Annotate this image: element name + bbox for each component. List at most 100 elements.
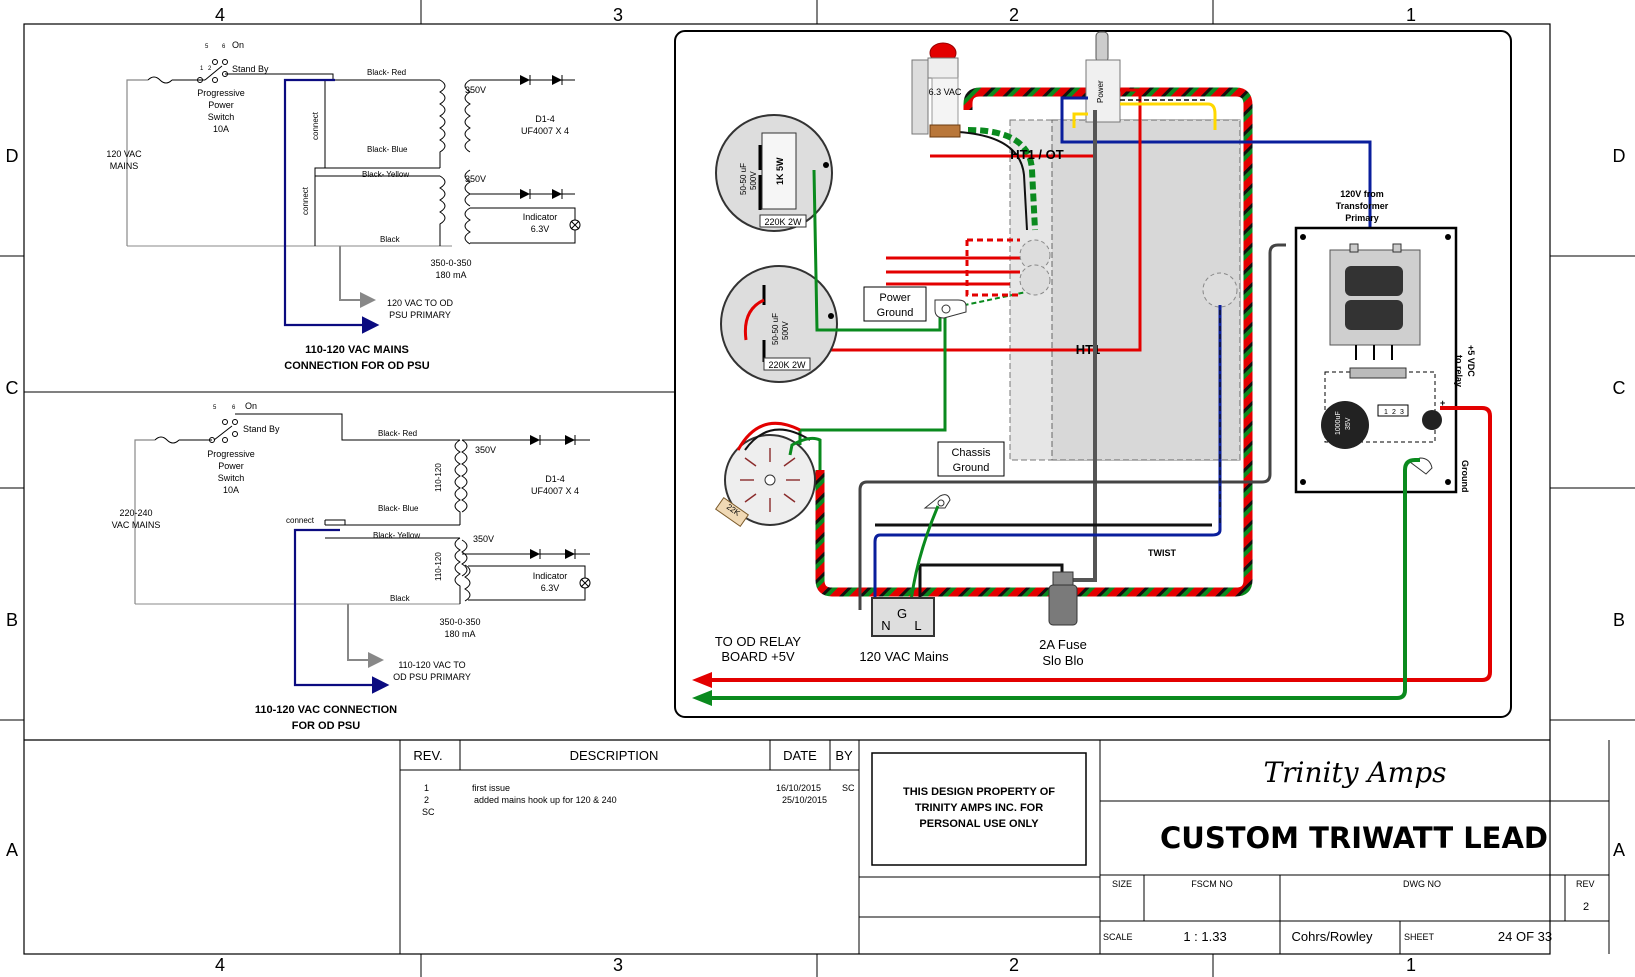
rev-header: REV. bbox=[413, 748, 442, 763]
top-indicator-1: Indicator bbox=[523, 212, 558, 222]
relay-pin-2: 2 bbox=[1392, 409, 1396, 416]
relay-ground: Ground bbox=[1460, 460, 1470, 493]
zone-col-2-top: 2 bbox=[1009, 5, 1019, 25]
bottom-wire-black-yellow: Black- Yellow bbox=[373, 531, 420, 540]
property-2: TRINITY AMPS INC. FOR bbox=[915, 802, 1043, 814]
property-3: PERSONAL USE ONLY bbox=[919, 818, 1039, 830]
power-ground-1: Power bbox=[879, 292, 911, 304]
bottom-mains-2: VAC MAINS bbox=[112, 520, 161, 530]
description-header: DESCRIPTION bbox=[570, 748, 659, 763]
bottom-diodes-1: D1-4 bbox=[545, 474, 565, 484]
top-wire-black-blue: Black- Blue bbox=[367, 145, 408, 154]
heater-twist-harness bbox=[815, 87, 1253, 597]
bottom-to-primary-2: OD PSU PRIMARY bbox=[393, 672, 471, 682]
sheet-label: SHEET bbox=[1404, 932, 1435, 942]
zone-col-3-bottom: 3 bbox=[613, 955, 623, 975]
date-header: DATE bbox=[783, 748, 817, 763]
zone-row-b-right: B bbox=[1613, 610, 1625, 630]
filter-cap-top: 1K 5W 50-50 uF 500V 220K 2W bbox=[715, 114, 833, 232]
pilot-lamp: 6.3 VAC bbox=[911, 42, 962, 138]
bottom-diodes-2: UF4007 X 4 bbox=[531, 486, 579, 496]
top-transformer-1: 350-0-350 bbox=[430, 258, 471, 268]
bottom-transformer-1: 350-0-350 bbox=[439, 617, 480, 627]
filter-cap-bottom: 50-50 uF 500V 220K 2W bbox=[720, 265, 838, 383]
relay-transformer-1: 120V from bbox=[1340, 189, 1384, 199]
top-wire-black: Black bbox=[380, 235, 401, 244]
res-220k-a: 220K 2W bbox=[764, 217, 802, 227]
relay-pin-3: 3 bbox=[1400, 409, 1404, 416]
top-mains-2: MAINS bbox=[110, 161, 139, 171]
fuse-label-1: 2A Fuse bbox=[1039, 637, 1087, 652]
twist-label: TWIST bbox=[1148, 548, 1176, 558]
power-switch: Power bbox=[1085, 31, 1121, 123]
revision-row: 1 first issue 16/10/2015 SC bbox=[424, 783, 855, 793]
relay-out-1: +5 VDC bbox=[1466, 345, 1476, 377]
zone-col-4-bottom: 4 bbox=[215, 955, 225, 975]
chassis-ground-lug: Chassis Ground bbox=[908, 441, 1005, 611]
bottom-switch-name-2: Power bbox=[218, 461, 244, 471]
bottom-pin-6: 6 bbox=[232, 405, 236, 411]
top-diodes-1: D1-4 bbox=[535, 114, 555, 124]
top-pin-6: 6 bbox=[222, 44, 226, 50]
zone-labels: 4 3 2 1 4 3 2 1 D C B A D C B A bbox=[6, 5, 1626, 975]
size-label: SIZE bbox=[1112, 879, 1132, 889]
top-switch-name-4: 10A bbox=[213, 124, 229, 134]
res-220k-b: 220K 2W bbox=[768, 360, 806, 370]
zone-row-c-left: C bbox=[6, 378, 19, 398]
fuse-symbol bbox=[147, 76, 173, 84]
top-switch-on: On bbox=[232, 40, 244, 50]
bottom-switch-standby: Stand By bbox=[243, 424, 280, 434]
top-wire-black-red: Black- Red bbox=[367, 68, 406, 77]
chassis-outline bbox=[674, 30, 1512, 718]
relay-plus: + bbox=[1440, 398, 1445, 408]
bottom-wire-black: Black bbox=[390, 594, 411, 603]
zone-col-1-top: 1 bbox=[1406, 5, 1416, 25]
bottom-switch-on: On bbox=[245, 401, 257, 411]
top-switch-name-2: Power bbox=[208, 100, 234, 110]
relay-cap-2: 35V bbox=[1345, 417, 1352, 430]
revision-rev: 1 bbox=[424, 783, 429, 793]
bottom-transformer-2: 180 mA bbox=[444, 629, 475, 639]
top-mains-1: 120 VAC bbox=[106, 149, 142, 159]
chassis-ground-1: Chassis bbox=[951, 447, 991, 459]
top-connect-2: connect bbox=[301, 186, 310, 215]
relay-cap-1: 1000uF bbox=[1335, 411, 1342, 435]
power-switch-label: Power bbox=[1096, 80, 1105, 103]
revision-date: 25/10/2015 bbox=[782, 795, 827, 805]
zone-row-c-right: C bbox=[1613, 378, 1626, 398]
revision-description: added mains hook up for 120 & 240 bbox=[474, 795, 617, 805]
chassis-layout: 6.3 VAC Power HT1 / OT 1K 5W 50-50 uF 50… bbox=[674, 30, 1512, 718]
iec-n: N bbox=[881, 618, 890, 633]
dwg-label: DWG NO bbox=[1403, 879, 1441, 889]
to-relay-2: BOARD +5V bbox=[721, 649, 795, 664]
bottom-indicator-1: Indicator bbox=[533, 571, 568, 581]
ht1-ot-label: HT1 / OT bbox=[1010, 147, 1064, 162]
zone-col-4-top: 4 bbox=[215, 5, 225, 25]
power-ground-2: Ground bbox=[877, 307, 914, 319]
relay-transformer-2: Transformer bbox=[1336, 201, 1389, 211]
bottom-to-primary-1: 110-120 VAC TO bbox=[398, 660, 465, 670]
sheet-value: 24 OF 33 bbox=[1498, 929, 1552, 944]
relay-out-2: to relay bbox=[1454, 355, 1464, 387]
cap-top-rating-1: 50-50 uF bbox=[739, 163, 748, 195]
bottom-wire-black-blue: Black- Blue bbox=[378, 504, 419, 513]
cap-bottom-rating-2: 500V bbox=[781, 321, 790, 340]
top-caption-2: CONNECTION FOR OD PSU bbox=[284, 360, 430, 372]
zone-row-a-right: A bbox=[1613, 840, 1625, 860]
zone-col-3-top: 3 bbox=[613, 5, 623, 25]
fuse-label-2: Slo Blo bbox=[1042, 653, 1083, 668]
zone-row-d-right: D bbox=[1613, 146, 1626, 166]
zone-row-d-left: D bbox=[6, 146, 19, 166]
bottom-v350-a: 350V bbox=[475, 445, 496, 455]
top-pin-1: 1 bbox=[200, 66, 204, 72]
chassis-ground-2: Ground bbox=[953, 462, 990, 474]
top-switch-name-3: Switch bbox=[208, 112, 235, 122]
revision-by: SC bbox=[422, 807, 435, 817]
tube-socket: 22K bbox=[715, 421, 822, 528]
cap-top-rating-2: 500V bbox=[749, 171, 758, 190]
bottom-connect: connect bbox=[286, 516, 315, 525]
top-caption-1: 110-120 VAC MAINS bbox=[305, 344, 409, 356]
iec-l: L bbox=[914, 618, 921, 633]
